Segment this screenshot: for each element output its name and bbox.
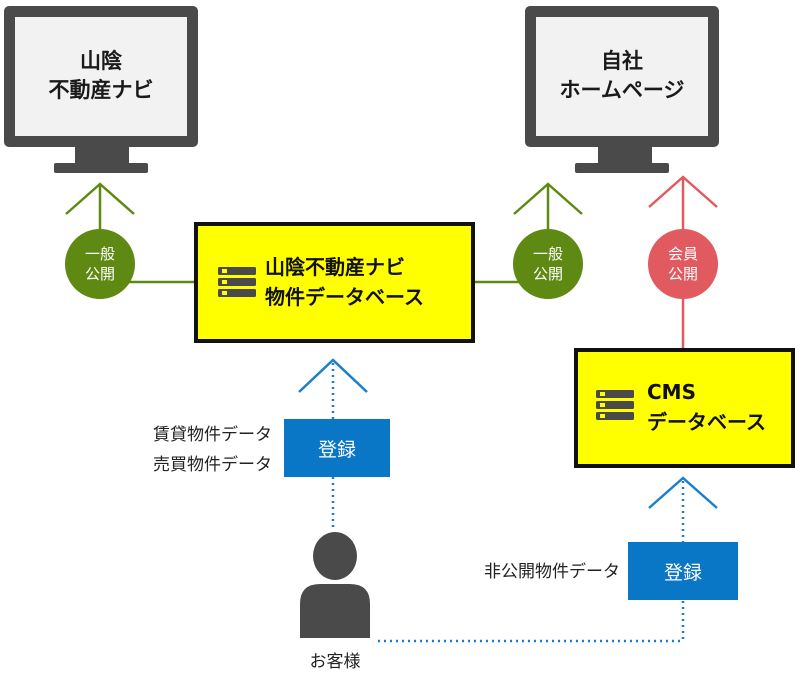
badge-left-public: [65, 229, 135, 299]
register-cms-label: 登録: [663, 561, 702, 584]
left-monitor-icon: [4, 6, 198, 173]
main-database-label: 山陰不動産ナビ 物件データベース: [265, 252, 470, 312]
main-database-title-line1: 山陰不動産ナビ: [265, 255, 405, 279]
badge-right-public: [513, 229, 583, 299]
right-monitor-title-line1: 自社: [601, 49, 643, 73]
badge-left-public-label: 一般 公開: [65, 244, 135, 284]
badge-right-public-label: 一般 公開: [513, 244, 583, 284]
rental-data-label: 賃貸物件データ: [153, 425, 272, 445]
badge-left-line1: 一般: [84, 245, 115, 263]
right-monitor-icon: [525, 6, 719, 173]
customer-person-icon: [300, 532, 370, 638]
badge-member-label: 会員 公開: [648, 244, 718, 284]
badge-member-line1: 会員: [667, 245, 698, 263]
cms-database-title-line1: CMS: [647, 380, 696, 404]
badge-member: [648, 229, 718, 299]
cms-database-label: CMS データベース: [647, 377, 789, 437]
badge-right-line1: 一般: [532, 245, 563, 263]
register-cms-button[interactable]: 登録: [628, 542, 738, 600]
badge-member-line2: 公開: [667, 265, 698, 283]
badge-left-line2: 公開: [84, 265, 115, 283]
register-main-label: 登録: [317, 438, 356, 461]
left-monitor-title-line1: 山陰: [80, 49, 122, 73]
private-data-label: 非公開物件データ: [430, 557, 620, 587]
main-database-title-line2: 物件データベース: [265, 285, 424, 309]
customer-label: お客様: [309, 652, 361, 672]
left-monitor-label: 山陰 不動産ナビ: [15, 47, 187, 105]
right-monitor-title-line2: ホームページ: [559, 78, 685, 102]
property-data-labels: 賃貸物件データ 売買物件データ: [100, 420, 272, 480]
register-main-button[interactable]: 登録: [284, 419, 390, 477]
cms-database-icon: [596, 390, 634, 420]
private-data-text: 非公開物件データ: [484, 562, 620, 582]
left-monitor-title-line2: 不動産ナビ: [48, 78, 154, 102]
right-monitor-label: 自社 ホームページ: [536, 47, 708, 105]
badge-right-line2: 公開: [532, 265, 563, 283]
cms-database-title-line2: データベース: [647, 410, 766, 434]
main-database-icon: [218, 267, 256, 297]
sale-data-label: 売買物件データ: [153, 455, 272, 475]
